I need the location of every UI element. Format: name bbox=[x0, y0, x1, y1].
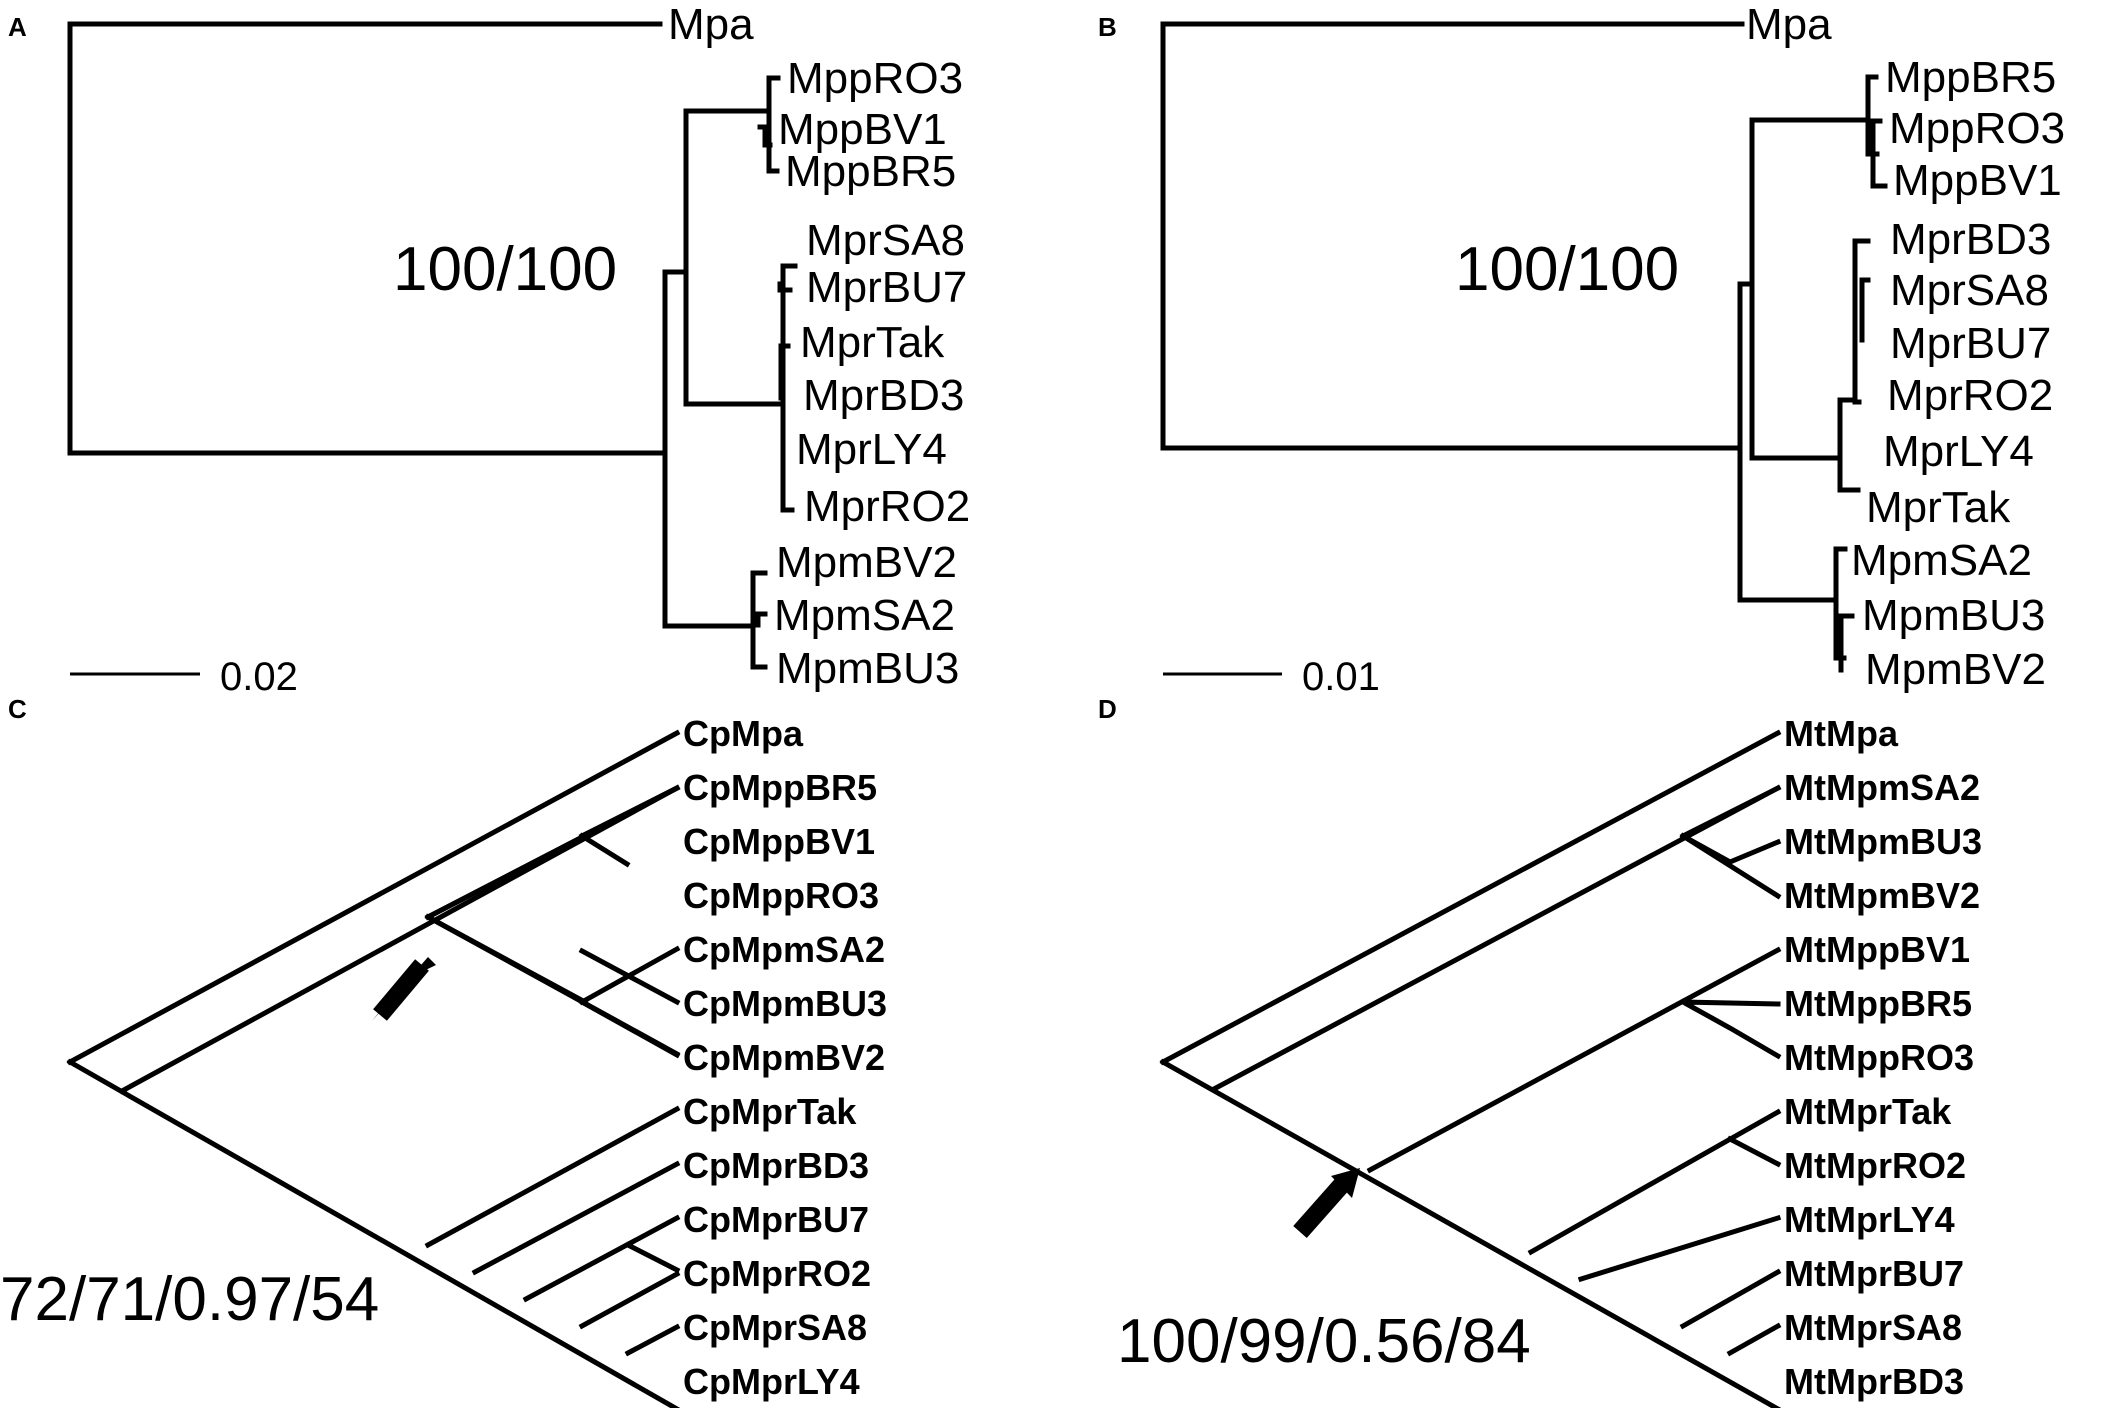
panel-d-letter: D bbox=[1098, 694, 1117, 724]
leaf-label: MpmBU3 bbox=[776, 644, 959, 693]
leaf-label: CpMprTak bbox=[683, 1091, 857, 1132]
leaf-label: CpMpmBV2 bbox=[683, 1037, 885, 1078]
leaf-label: MprBD3 bbox=[803, 371, 964, 420]
leaf-label: MtMprTak bbox=[1784, 1091, 1952, 1132]
leaf-label: MtMppRO3 bbox=[1784, 1037, 1974, 1078]
arrow-icon bbox=[373, 959, 429, 1021]
leaf-label: CpMprBU7 bbox=[683, 1199, 869, 1240]
leaf-label: MtMppBV1 bbox=[1784, 929, 1970, 970]
leaf-label: MpmBV2 bbox=[1865, 645, 2046, 694]
leaf-label: MprSA8 bbox=[1890, 266, 2049, 315]
support-value: 100/100 bbox=[393, 235, 617, 304]
leaf-label: MtMpmBU3 bbox=[1784, 821, 1982, 862]
leaf-label: MprSA8 bbox=[806, 216, 965, 265]
panel-a-letter: A bbox=[8, 12, 27, 42]
leaf-label: MtMppBR5 bbox=[1784, 983, 1972, 1024]
panel-c-branches bbox=[66, 729, 681, 1408]
leaf-label: MtMpmBV2 bbox=[1784, 875, 1980, 916]
leaf-label: MpmBU3 bbox=[1862, 591, 2045, 640]
leaf-label: MtMpmSA2 bbox=[1784, 767, 1980, 808]
leaf-label: CpMppBR5 bbox=[683, 767, 877, 808]
leaf-label: MpmSA2 bbox=[1851, 536, 2032, 585]
panel-b-letter: B bbox=[1098, 12, 1117, 42]
scale-label: 0.01 bbox=[1302, 655, 1380, 699]
leaf-label: CpMpmBU3 bbox=[683, 983, 887, 1024]
leaf-label: MtMprRO2 bbox=[1784, 1145, 1966, 1186]
leaf-label: CpMprLY4 bbox=[683, 1361, 860, 1402]
arrow-icon bbox=[1293, 1174, 1353, 1238]
leaf-label: MpmSA2 bbox=[774, 591, 955, 640]
panel-c: C CpMpa CpMppBR5 CpMppBV1 CpMppRO3 CpMpm… bbox=[0, 694, 887, 1408]
leaf-label: CpMppRO3 bbox=[683, 875, 879, 916]
leaf-label: MprLY4 bbox=[796, 425, 947, 474]
leaf-label: MprTak bbox=[1866, 483, 2011, 532]
support-value: 100/100 bbox=[1455, 235, 1679, 304]
support-value: 100/99/0.56/84 bbox=[1117, 1307, 1531, 1376]
leaf-label: CpMpa bbox=[683, 713, 804, 754]
leaf-label: CpMprBD3 bbox=[683, 1145, 869, 1186]
leaf-label: MtMprBD3 bbox=[1784, 1361, 1964, 1402]
leaf-label: CpMprRO2 bbox=[683, 1253, 871, 1294]
leaf-label: CpMprSA8 bbox=[683, 1307, 867, 1348]
leaf-label: MprBD3 bbox=[1890, 215, 2051, 264]
arrow-icon bbox=[1331, 1168, 1360, 1198]
leaf-label: MppRO3 bbox=[1889, 104, 2065, 153]
leaf-label: CpMpmSA2 bbox=[683, 929, 885, 970]
leaf-label: MpmBV2 bbox=[776, 538, 957, 587]
leaf-label: MppBR5 bbox=[1885, 53, 2056, 102]
panel-d-branches bbox=[1159, 729, 1782, 1408]
panel-a: A Mpa MppRO3 MppBV1 MppBR5 MprSA8 MprBU7… bbox=[8, 0, 970, 699]
leaf-label: MprLY4 bbox=[1883, 427, 2034, 476]
leaf-label: MppBV1 bbox=[778, 105, 947, 154]
leaf-label: MprTak bbox=[800, 318, 945, 367]
leaf-label: MprRO2 bbox=[1887, 371, 2053, 420]
support-value: 72/71/0.97/54 bbox=[0, 1265, 379, 1334]
leaf-label: Mpa bbox=[1746, 0, 1832, 49]
panel-d: D MtMpa MtMpmSA2 MtMpmBU3 MtMpmBV2 MtMpp… bbox=[1098, 694, 1982, 1408]
scale-label: 0.02 bbox=[220, 655, 298, 699]
leaf-label: MppBR5 bbox=[785, 147, 956, 196]
leaf-label: MtMprSA8 bbox=[1784, 1307, 1962, 1348]
leaf-label: MprRO2 bbox=[804, 482, 970, 531]
panel-a-branches bbox=[67, 21, 798, 670]
leaf-label: MppBV1 bbox=[1893, 156, 2062, 205]
panel-b-branches bbox=[1160, 21, 1888, 673]
leaf-label: MprBU7 bbox=[1890, 319, 2051, 368]
leaf-label: Mpa bbox=[668, 0, 754, 49]
arrow-icon bbox=[372, 957, 436, 1021]
panel-b: B Mpa MppBR5 MppRO3 MppBV1 MprBD3 MprSA8… bbox=[1098, 0, 2065, 699]
leaf-label: MprBU7 bbox=[806, 263, 967, 312]
panel-c-letter: C bbox=[8, 694, 27, 724]
leaf-label: CpMppBV1 bbox=[683, 821, 875, 862]
leaf-label: MppRO3 bbox=[787, 54, 963, 103]
leaf-label: MtMpa bbox=[1784, 713, 1899, 754]
leaf-label: MtMprLY4 bbox=[1784, 1199, 1955, 1240]
leaf-label: MtMprBU7 bbox=[1784, 1253, 1964, 1294]
